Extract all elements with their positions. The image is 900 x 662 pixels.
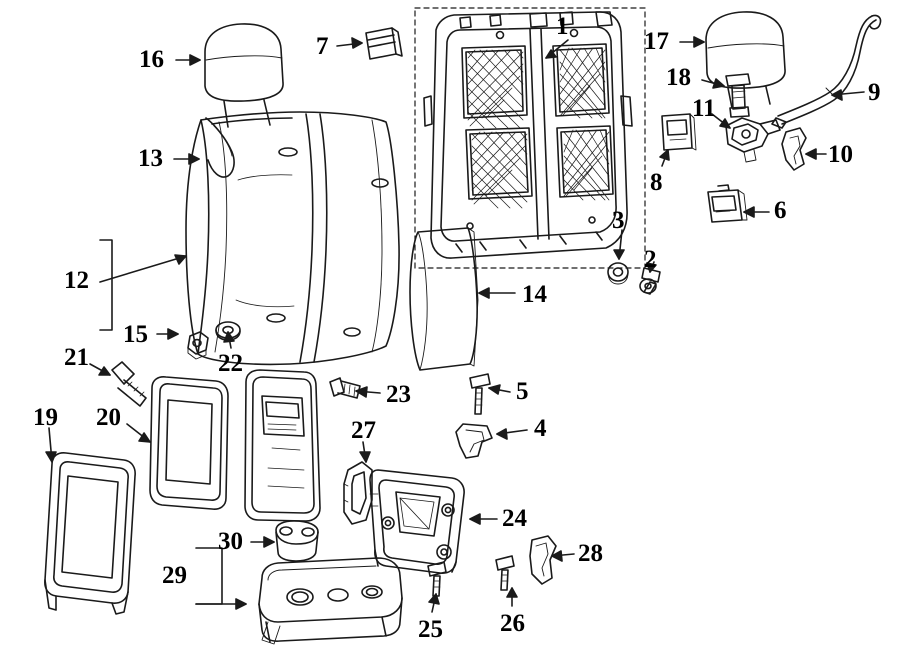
- callout-28[interactable]: 28: [578, 540, 603, 567]
- part-21-bolt: [111, 361, 147, 407]
- part-30-cup-holder-insert: [275, 520, 319, 562]
- part-29-armrest: [258, 557, 403, 645]
- callout-10[interactable]: 10: [828, 141, 853, 168]
- callout-1[interactable]: 1: [556, 13, 569, 40]
- callout-2[interactable]: 2: [644, 246, 657, 273]
- part-9-cable: [771, 14, 882, 129]
- callout-13[interactable]: 13: [138, 145, 163, 172]
- part-4-bracket: [455, 423, 493, 459]
- part-20-panel: [149, 376, 229, 510]
- leader-lines: [45, 36, 865, 613]
- part-13-seat-back-cover: [185, 111, 400, 366]
- part-27-bracket: [343, 461, 373, 525]
- part-10-striker: [781, 127, 807, 171]
- callout-8[interactable]: 8: [650, 169, 663, 196]
- callout-17[interactable]: 17: [644, 28, 669, 55]
- part-16-headrest: [204, 23, 284, 128]
- callout-29[interactable]: 29: [162, 562, 187, 589]
- callout-9[interactable]: 9: [868, 79, 881, 106]
- callout-16[interactable]: 16: [139, 46, 164, 73]
- callout-15[interactable]: 15: [123, 321, 148, 348]
- part-17-headrest: [705, 11, 786, 109]
- callout-24[interactable]: 24: [502, 505, 527, 532]
- callout-11[interactable]: 11: [692, 95, 716, 122]
- callout-5[interactable]: 5: [516, 378, 529, 405]
- part-19-side-cushion: [44, 452, 136, 615]
- callout-18[interactable]: 18: [666, 64, 691, 91]
- part-6-latch-housing: [707, 184, 748, 223]
- part-15-nut: [187, 331, 209, 360]
- callout-26[interactable]: 26: [500, 610, 525, 637]
- part-3-grommet: [607, 262, 629, 285]
- callout-21[interactable]: 21: [64, 344, 89, 371]
- part-11-latch: [725, 117, 781, 163]
- callout-6[interactable]: 6: [774, 197, 787, 224]
- callout-19[interactable]: 19: [33, 404, 58, 431]
- part-2-bolt: [639, 267, 661, 295]
- callout-25[interactable]: 25: [418, 616, 443, 643]
- part-22-center-panel: [244, 369, 321, 522]
- callout-12[interactable]: 12: [64, 267, 89, 294]
- callout-30[interactable]: 30: [218, 528, 243, 555]
- callout-22[interactable]: 22: [218, 350, 243, 377]
- part-5-bolt: [469, 373, 491, 415]
- callout-23[interactable]: 23: [386, 381, 411, 408]
- part-1-seat-back-frame: [423, 11, 633, 259]
- callout-27[interactable]: 27: [351, 417, 376, 444]
- part-18-bushing: [725, 73, 751, 118]
- part-26-bolt: [495, 555, 515, 591]
- part-23-bolt: [329, 377, 361, 399]
- part-14-side-panel: [409, 227, 479, 371]
- callout-4[interactable]: 4: [534, 415, 547, 442]
- part-24-hinge-bracket: [369, 469, 465, 574]
- callout-7[interactable]: 7: [316, 33, 329, 60]
- part-7-clip: [365, 27, 403, 60]
- part-25-bolt: [427, 561, 447, 597]
- callout-3[interactable]: 3: [612, 207, 625, 234]
- callout-14[interactable]: 14: [522, 281, 547, 308]
- callout-20[interactable]: 20: [96, 404, 121, 431]
- part-28-latch-lever: [529, 535, 557, 585]
- part-8-latch-cover: [661, 113, 697, 151]
